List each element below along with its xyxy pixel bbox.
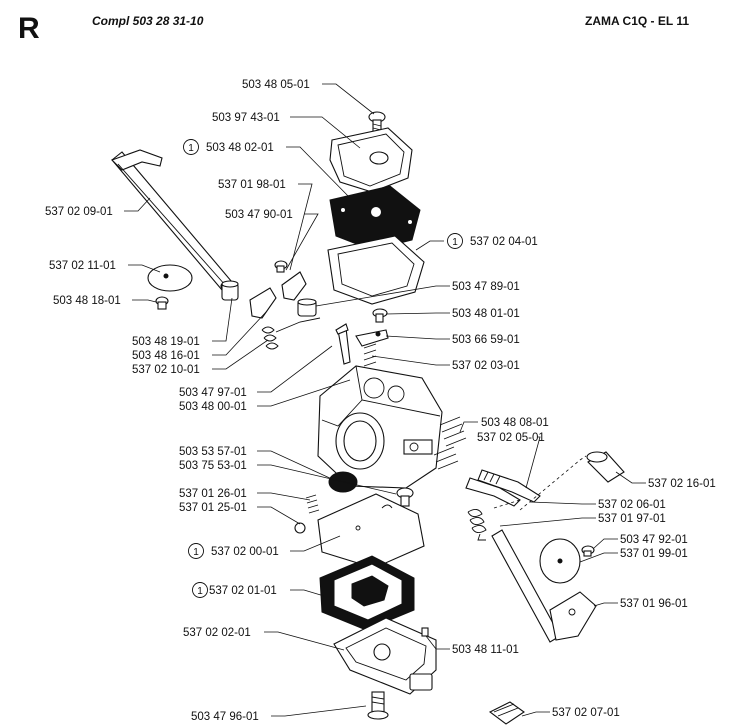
- label-503-48-11-01: 503 48 11-01: [452, 644, 519, 656]
- label-503-48-08-01: 503 48 08-01: [481, 417, 549, 429]
- part-ball-25[interactable]: [294, 522, 306, 534]
- label-537-01-96-01: 537 01 96-01: [620, 598, 688, 610]
- part-needle-valve[interactable]: [335, 323, 351, 365]
- section-letter: R: [18, 12, 40, 45]
- part-screw-75-53[interactable]: [396, 487, 414, 507]
- label-503-53-57-01: 503 53 57-01: [179, 446, 247, 458]
- part-bottom-screw-96[interactable]: [367, 691, 389, 720]
- label-503-48-18-01: 503 48 18-01: [53, 295, 121, 307]
- leader-lines: [124, 83, 646, 717]
- callout-marker-02-01: 1: [192, 582, 208, 598]
- label-537-01-99-01: 537 01 99-01: [620, 548, 688, 560]
- label-503-75-53-01: 503 75 53-01: [179, 460, 247, 472]
- label-537-02-05-01: 537 02 05-01: [477, 432, 545, 444]
- callout-marker-02-00: 1: [188, 543, 204, 559]
- label-503-47-97-01: 503 47 97-01: [179, 387, 247, 399]
- part-throttle-valve[interactable]: [147, 264, 193, 292]
- label-503-48-01-01: 503 48 01-01: [452, 308, 520, 320]
- assembly-number: Compl 503 28 31-10: [92, 14, 204, 28]
- part-pump-gasket[interactable]: [327, 235, 425, 305]
- part-adjust-needle-06[interactable]: [465, 477, 521, 507]
- label-503-47-92-01: 503 47 92-01: [620, 534, 688, 546]
- svg-text:1: 1: [197, 586, 203, 597]
- label-537-02-04-01: 537 02 04-01: [470, 236, 538, 248]
- callout-marker-48-02: 1: [183, 139, 199, 155]
- label-537-02-01-01: 537 02 01-01: [209, 585, 277, 597]
- part-spring-16[interactable]: [261, 317, 321, 350]
- part-pump-diaphragm[interactable]: [329, 185, 421, 251]
- part-choke-shaft[interactable]: [491, 529, 597, 643]
- label-503-47-89-01: 503 47 89-01: [452, 281, 520, 293]
- label-537-01-26-01: 537 01 26-01: [179, 488, 247, 500]
- svg-text:1: 1: [452, 237, 458, 248]
- part-dashed-guides: [493, 455, 587, 511]
- label-503-48-02-01: 503 48 02-01: [206, 142, 274, 154]
- label-537-01-97-01: 537 01 97-01: [598, 513, 666, 525]
- svg-text:1: 1: [193, 547, 199, 558]
- label-537-01-98-01: 537 01 98-01: [218, 179, 286, 191]
- part-choke-valve[interactable]: [539, 538, 581, 584]
- label-537-02-11-01: 537 02 11-01: [49, 260, 116, 272]
- part-pump-cover[interactable]: [329, 127, 413, 193]
- label-503-66-59-01: 503 66 59-01: [452, 334, 520, 346]
- part-bush-19[interactable]: [221, 280, 239, 301]
- part-bottom-screw-07[interactable]: [488, 701, 525, 725]
- label-503-48-16-01: 503 48 16-01: [132, 350, 200, 362]
- label-503-48-19-01: 503 48 19-01: [132, 336, 200, 348]
- part-top-screw[interactable]: [368, 111, 386, 135]
- part-carburetor-body[interactable]: [317, 365, 443, 489]
- part-springs-08[interactable]: [433, 416, 467, 470]
- svg-text:1: 1: [188, 143, 194, 154]
- label-537-02-10-01: 537 02 10-01: [132, 364, 200, 376]
- label-537-02-07-01: 537 02 07-01: [552, 707, 620, 719]
- label-503-48-05-01: 503 48 05-01: [242, 79, 310, 91]
- label-503-48-00-01: 503 48 00-01: [179, 401, 247, 413]
- callout-marker-02-04: 1: [447, 233, 463, 249]
- part-screw-47-90[interactable]: [274, 260, 288, 273]
- part-metering-gasket[interactable]: [319, 555, 415, 631]
- carburetor-model: ZAMA C1Q - EL 11: [585, 14, 690, 28]
- part-spring-97[interactable]: [467, 509, 487, 541]
- part-small-screw-left[interactable]: [155, 296, 169, 310]
- label-537-02-00-01: 537 02 00-01: [211, 546, 279, 558]
- label-537-02-16-01: 537 02 16-01: [648, 478, 716, 490]
- part-lever-98[interactable]: [281, 271, 307, 301]
- part-lever-10[interactable]: [249, 287, 277, 319]
- part-cap-16[interactable]: [586, 451, 625, 483]
- part-lever-66-59[interactable]: [355, 329, 389, 347]
- label-537-02-06-01: 537 02 06-01: [598, 499, 666, 511]
- label-503-47-90-01: 503 47 90-01: [225, 209, 293, 221]
- part-bush-89[interactable]: [297, 298, 317, 317]
- part-screw-01-01[interactable]: [372, 308, 388, 323]
- part-metering-cover[interactable]: [333, 617, 437, 695]
- label-537-02-09-01: 537 02 09-01: [45, 206, 113, 218]
- label-537-01-25-01: 537 01 25-01: [179, 502, 247, 514]
- part-screw-92[interactable]: [581, 545, 595, 557]
- label-503-97-43-01: 503 97 43-01: [212, 112, 280, 124]
- part-spring-03[interactable]: [363, 343, 377, 367]
- part-small-pin-11[interactable]: [421, 627, 429, 637]
- part-metering-diaphragm[interactable]: [317, 493, 425, 569]
- label-503-47-96-01: 503 47 96-01: [191, 711, 259, 723]
- label-537-02-02-01: 537 02 02-01: [183, 627, 251, 639]
- label-537-02-03-01: 537 02 03-01: [452, 360, 520, 372]
- part-spring-26[interactable]: [305, 494, 320, 514]
